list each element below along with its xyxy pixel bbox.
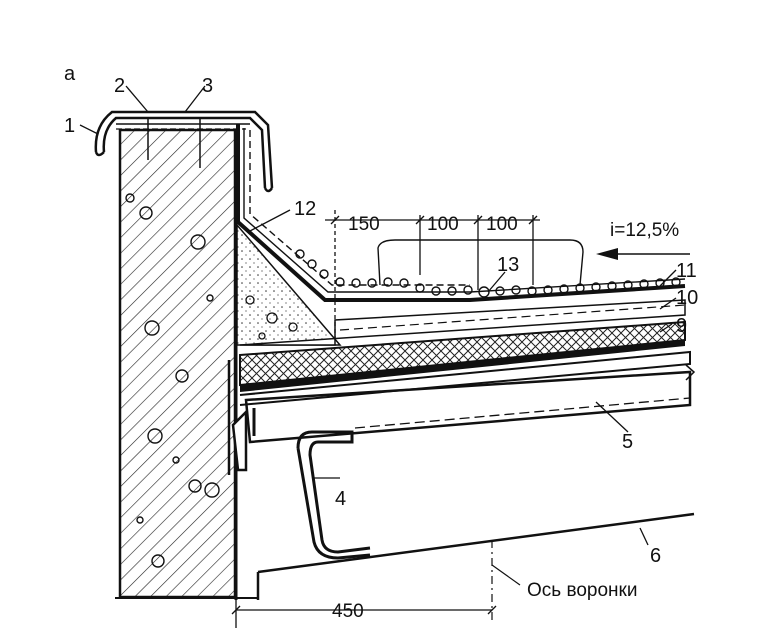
dimension-450-label: 450 xyxy=(332,601,364,622)
callout-12: 12 xyxy=(294,198,316,220)
callout-6: 6 xyxy=(650,545,661,567)
roof-layers xyxy=(239,299,691,406)
steel-channel-beam xyxy=(296,430,371,560)
dimension-450 xyxy=(231,600,497,628)
panel-letter: а xyxy=(64,63,76,85)
slab-panel xyxy=(244,364,696,444)
dimension-top xyxy=(325,210,540,340)
leader-lines xyxy=(79,85,677,546)
funnel-axis xyxy=(491,540,521,620)
callout-11: 11 xyxy=(676,260,697,282)
slope-arrow xyxy=(596,248,690,260)
callout-3: 3 xyxy=(202,75,213,97)
concrete-fillet xyxy=(236,222,342,346)
callout-13: 13 xyxy=(497,254,519,276)
slope-label: i=12,5% xyxy=(610,220,679,241)
wall-anchor xyxy=(227,360,248,475)
roofing-upturn xyxy=(236,124,686,302)
dimension-100b-label: 100 xyxy=(486,214,518,235)
gravel-layer xyxy=(295,249,681,298)
dimension-150-label: 150 xyxy=(348,214,380,235)
parapet-wall xyxy=(118,128,238,600)
callout-2: 2 xyxy=(114,75,125,97)
callout-5: 5 xyxy=(622,431,633,453)
funnel-axis-label: Ось воронки xyxy=(527,580,637,601)
callout-9: 9 xyxy=(676,315,687,337)
parapet-cap xyxy=(94,110,274,193)
callout-1: 1 xyxy=(64,115,75,137)
ceiling-panel xyxy=(256,512,695,600)
bracket-13 xyxy=(377,239,584,286)
callout-10: 10 xyxy=(676,287,698,309)
callout-4: 4 xyxy=(335,488,346,510)
dimension-100a-label: 100 xyxy=(427,214,459,235)
